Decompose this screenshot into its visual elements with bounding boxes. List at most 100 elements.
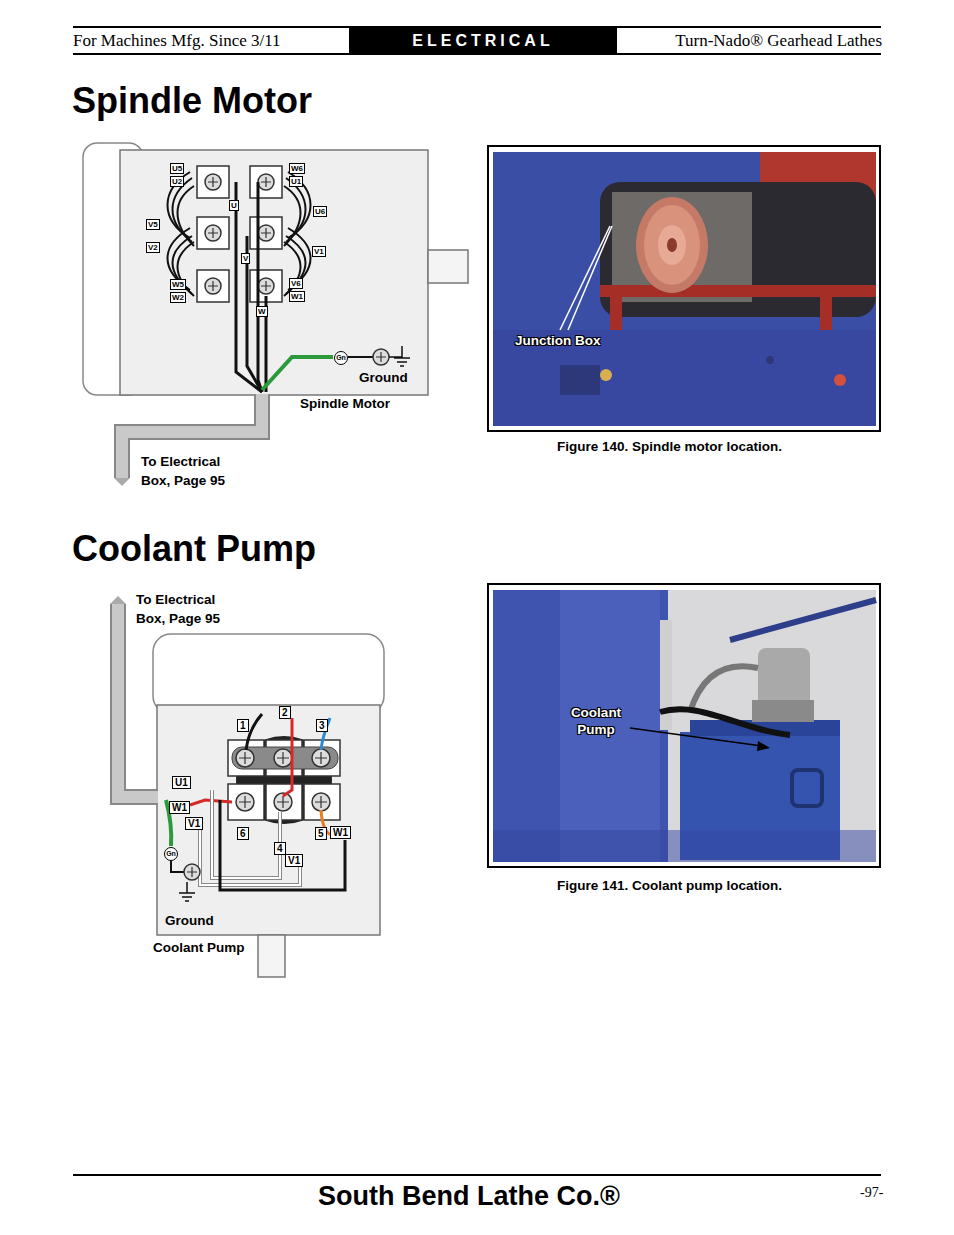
- coolant-pump-drawing-part: [232, 747, 338, 769]
- terminal-label: V5: [146, 219, 160, 230]
- spindle-motor-drawing-part-part: [197, 270, 229, 302]
- spindle-motor-drawing-part-part: [208, 228, 218, 238]
- terminal-label: U1: [172, 776, 191, 789]
- spindle-motor-drawing-part-part: [208, 281, 218, 291]
- terminal-label: 3: [316, 719, 328, 732]
- terminal-label: W2: [170, 292, 186, 303]
- coolant-pump-drawing-part-part: [315, 752, 327, 764]
- terminal-label: W6: [289, 163, 305, 174]
- terminal-label: W: [256, 306, 268, 317]
- header-text: Turn-Nado® Gearhead Lathes: [614, 31, 882, 51]
- header-rules-part: [73, 53, 881, 55]
- figure-141-photo-part: [690, 666, 758, 712]
- node-text: ELECTRICAL: [349, 28, 617, 53]
- figure-140-photo-part: [766, 356, 774, 364]
- spindle-motor-drawing-part-part: [197, 217, 229, 249]
- coolant-pump-drawing: [110, 596, 384, 977]
- figure-140-photo-part: [600, 182, 876, 317]
- terminal-label: V: [241, 253, 250, 264]
- coolant-pump-drawing-part: [184, 864, 200, 880]
- spindle-motor-drawing-part: [428, 250, 468, 283]
- coolant-pump-drawing-part-part: [312, 793, 330, 811]
- spindle-motor-drawing-part-part: [261, 177, 271, 187]
- figure-140-photo-part: [560, 365, 600, 395]
- photo-frame: Coolant Pump: [487, 583, 881, 868]
- figure-141-photo: [493, 590, 876, 862]
- terminal-label: W1: [169, 801, 190, 814]
- figure-140-photo: [493, 152, 876, 426]
- coolant-pump-drawing-part: [153, 634, 384, 714]
- coolant-pump-drawing-part: [212, 790, 280, 878]
- header-rules: [73, 27, 881, 1175]
- figure-140-photo-part: [636, 197, 708, 293]
- coolant-pump-drawing-part-part: [239, 796, 251, 808]
- spindle-motor-drawing-part-part: [261, 281, 271, 291]
- photo-frame: Junction Box: [487, 145, 881, 432]
- spindle-motor-drawing-part: [262, 357, 333, 390]
- figure-140-photo-part: [568, 226, 612, 330]
- spindle-motor-drawing-part: [348, 356, 373, 358]
- coolant-pump-drawing-part: [220, 800, 345, 890]
- page-number: -97-: [860, 1185, 883, 1201]
- spindle-motor-drawing-part-part: [208, 177, 218, 187]
- terminal-label: U5: [170, 163, 184, 174]
- coolant-pump-drawing-part: [187, 867, 197, 877]
- spindle-motor-drawing-part: [376, 352, 386, 362]
- coolant-pump-drawing-part: [171, 861, 185, 872]
- terminal-label: U6: [313, 206, 327, 217]
- junction-box-panel: GroundSpindle Motor: [120, 150, 428, 395]
- terminal-label: 5: [315, 827, 327, 840]
- coolant-pump-drawing-part: [212, 790, 280, 878]
- terminal-label: 1: [237, 719, 249, 732]
- spindle-motor-drawing-part-part: [261, 228, 271, 238]
- figure-140-photo-part: [644, 205, 700, 285]
- terminal-label: V1: [285, 854, 303, 867]
- coolant-pump-drawing-part: [239, 752, 327, 808]
- figure-140-photo-part: [658, 225, 686, 265]
- figure-140-photo-part: [560, 226, 610, 330]
- ground-tag: Gn: [164, 847, 178, 861]
- coolant-pump-drawing-part-part: [277, 752, 289, 764]
- spindle-motor-drawing-part: [389, 346, 410, 366]
- spindle-motor-drawing-part: [114, 478, 130, 486]
- coolant-pump-drawing-part-part: [236, 749, 254, 767]
- section-heading: Coolant Pump: [72, 528, 316, 570]
- coolant-pump-drawing-part: [118, 604, 158, 797]
- figure-140-photo-part: [493, 152, 876, 426]
- spindle-motor-drawing-part: [120, 150, 428, 395]
- node-text: Coolant Pump: [153, 939, 245, 956]
- terminal-label: W1: [330, 826, 351, 839]
- spindle-motor-drawing-part-part: [205, 174, 221, 190]
- spindle-motor-drawing-part-part: [236, 182, 262, 392]
- wire-note: To Electrical Box, Page 95: [136, 590, 248, 628]
- spindle-motor-drawing-part: [208, 177, 271, 291]
- spindle-motor-drawing-part-part: [250, 166, 282, 198]
- spindle-motor-drawing-part-part: [197, 166, 229, 198]
- figure-141-photo-part: [792, 770, 822, 806]
- coolant-pump-drawing-part: [110, 596, 126, 604]
- figure-141-photo-part: [752, 700, 814, 722]
- section-heading: Spindle Motor: [72, 80, 312, 122]
- figure-141-photo-part: [493, 590, 876, 862]
- figure-caption: Figure 140. Spindle motor location.: [557, 437, 782, 456]
- figure-140-photo-part: [667, 238, 677, 252]
- node-text: Junction Box: [515, 332, 601, 349]
- terminal-label: W1: [289, 291, 305, 302]
- header-text: For Machines Mfg. Since 3/11: [73, 31, 281, 51]
- coolant-pump-drawing-part: [157, 705, 380, 935]
- terminal-label: 2: [279, 706, 291, 719]
- coolant-pump-drawing-part-part: [266, 784, 302, 820]
- coolant-pump-drawing-part: [228, 740, 340, 820]
- brand-logo: South Bend Lathe Co.®: [318, 1180, 620, 1212]
- coolant-pump-drawing-part: [118, 604, 158, 797]
- spindle-motor-drawing-part-part: [258, 225, 274, 241]
- terminal-label: U1: [289, 176, 303, 187]
- coolant-pump-drawing-part: [179, 882, 195, 901]
- figure-140-photo-part: [834, 374, 846, 386]
- figure-141-photo-part: [493, 590, 668, 862]
- coolant-pump-drawing-part-part: [315, 796, 327, 808]
- coolant-pump-drawing-part-part: [236, 793, 254, 811]
- terminal-label: U2: [170, 176, 184, 187]
- wire-note: To Electrical Box, Page 95: [141, 452, 253, 490]
